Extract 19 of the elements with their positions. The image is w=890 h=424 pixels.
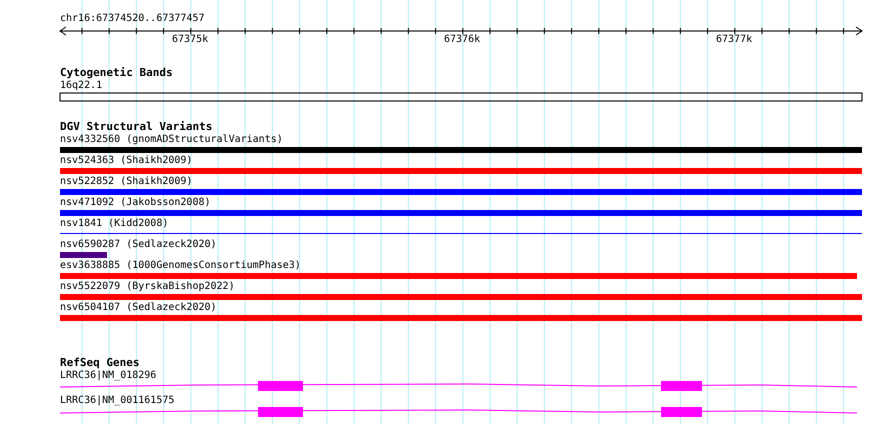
track-heading: DGV Structural Variants <box>60 121 212 133</box>
feature-label: nsv471092 (Jakobsson2008) <box>60 197 211 209</box>
feature-label: 16q22.1 <box>60 80 102 92</box>
feature-label: nsv6504107 (Sedlazeck2020) <box>60 302 217 314</box>
feature-label: nsv1841 (Kidd2008) <box>60 218 168 230</box>
tick-label: 67377k <box>716 34 752 46</box>
feature-label: LRRC36|NM_001161575 <box>60 395 174 407</box>
feature-label: nsv522852 (Shaikh2009) <box>60 176 192 188</box>
feature-label: nsv524363 (Shaikh2009) <box>60 155 192 167</box>
feature-label: esv3638885 (1000GenomesConsortiumPhase3) <box>60 260 301 272</box>
tick-label: 67376k <box>444 34 480 46</box>
feature-label: LRRC36|NM_018296 <box>60 370 156 382</box>
feature-label: nsv4332560 (gnomADStructuralVariants) <box>60 134 283 146</box>
feature-label: nsv6590287 (Sedlazeck2020) <box>60 239 217 251</box>
tick-label: 67375k <box>172 34 208 46</box>
coordinate-range: chr16:67374520..67377457 <box>60 13 204 25</box>
track-heading: Cytogenetic Bands <box>60 67 173 79</box>
track-heading: RefSeq Genes <box>60 357 140 369</box>
feature-label: nsv5522079 (ByrskaBishop2022) <box>60 281 235 293</box>
